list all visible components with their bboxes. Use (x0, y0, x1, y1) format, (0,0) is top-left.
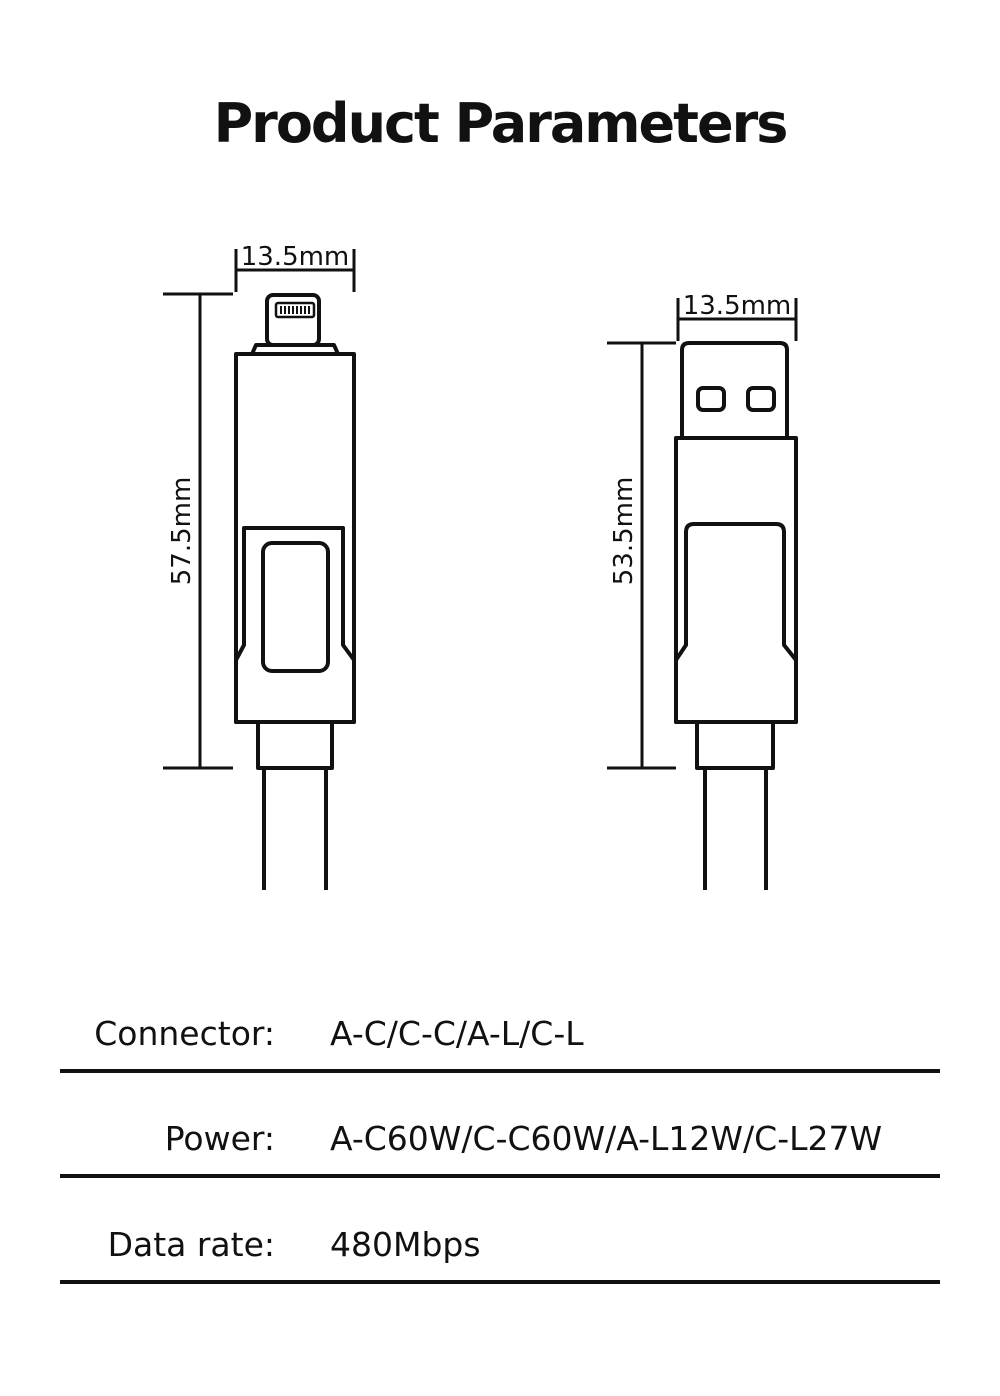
right-cable (703, 766, 768, 890)
left-dimension-lines (163, 249, 356, 770)
page-title: Product Parameters (213, 92, 789, 155)
right-usb-c-sleeve (674, 522, 798, 724)
spec-divider (60, 1069, 940, 1073)
left-strain-relief (256, 720, 334, 770)
left-usb-c-port (261, 541, 330, 673)
spec-label: Power: (164, 1119, 275, 1158)
usb-a-hole-left (696, 386, 726, 412)
spec-divider (60, 1280, 940, 1284)
right-dimension-lines (607, 298, 798, 770)
right-strain-relief (695, 720, 775, 770)
connector-diagram: 13.5mm 57.5mm 13.5mm 53.5mm (163, 242, 798, 890)
usb-a-usb-c-connector-drawing (674, 341, 798, 890)
usb-a-hole-right (746, 386, 776, 412)
spec-row-power: Power: A-C60W/C-C60W/A-L12W/C-L27W (60, 1078, 940, 1178)
left-usb-c-sleeve (234, 526, 356, 724)
left-connector-body (234, 352, 356, 724)
spec-row-connector: Connector: A-C/C-C/A-L/C-L (60, 973, 940, 1073)
left-width-label: 13.5mm (241, 242, 350, 272)
spec-divider (60, 1174, 940, 1178)
spec-label: Data rate: (107, 1225, 275, 1264)
spec-value: A-C60W/C-C60W/A-L12W/C-L27W (330, 1119, 883, 1158)
lightning-contacts-frame (274, 301, 316, 319)
right-height-label: 53.5mm (609, 477, 639, 586)
right-connector-body (674, 436, 798, 724)
left-height-label: 57.5mm (167, 477, 197, 586)
right-width-label: 13.5mm (683, 291, 792, 321)
spec-label: Connector: (94, 1014, 275, 1053)
spec-row-data-rate: Data rate: 480Mbps (60, 1184, 940, 1284)
spec-value: A-C/C-C/A-L/C-L (330, 1014, 584, 1053)
lightning-contact-pins (280, 306, 310, 314)
lightning-usb-c-connector-drawing (234, 293, 356, 890)
usb-a-plug (680, 341, 789, 438)
spec-value: 480Mbps (330, 1225, 481, 1264)
left-cable (262, 766, 328, 890)
